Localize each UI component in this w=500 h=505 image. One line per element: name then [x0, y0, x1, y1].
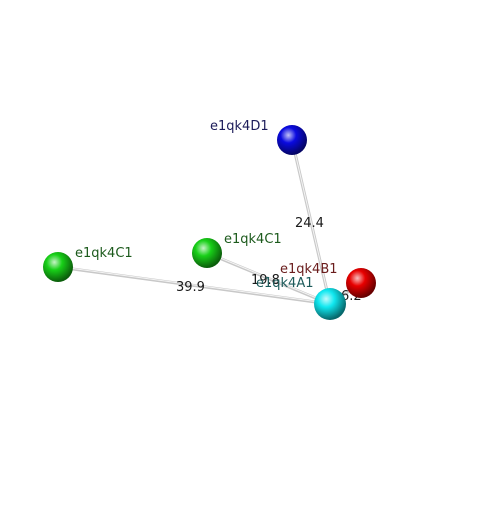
node-sphere-B1[interactable] [346, 268, 376, 298]
node-label: e1qk4C1 [75, 246, 133, 261]
edge-highlight-A1-D1 [291, 139, 331, 304]
distance-label: 24.4 [295, 216, 324, 231]
node-sphere-A1[interactable] [314, 288, 346, 320]
node-sphere-C1a[interactable] [43, 252, 73, 282]
nodes-layer [43, 125, 376, 320]
distance-label: 39.9 [176, 280, 205, 295]
edges-layer [56, 138, 363, 306]
edge-highlight-A1-C1a [57, 266, 331, 304]
distance-label: 19.8 [251, 273, 280, 288]
node-label: e1qk4B1 [280, 262, 338, 277]
node-sphere-C1b[interactable] [192, 238, 222, 268]
edge-highlight-A1-C1b [206, 252, 331, 304]
node-label: e1qk4D1 [210, 119, 269, 134]
node-label: e1qk4C1 [224, 232, 282, 247]
node-label: e1qk4A1 [256, 276, 313, 291]
node-sphere-D1[interactable] [277, 125, 307, 155]
